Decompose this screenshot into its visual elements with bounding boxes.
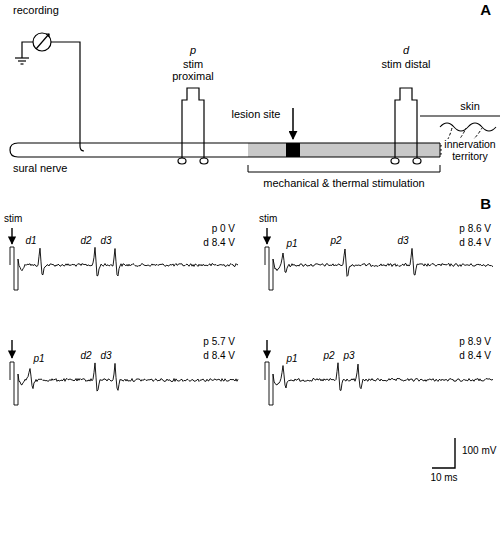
spike-label: p1 bbox=[285, 353, 298, 364]
spike-label: d3 bbox=[99, 235, 112, 246]
electrode-label: recording bbox=[12, 4, 60, 16]
skin bbox=[420, 116, 500, 131]
spike-label: p1 bbox=[32, 353, 45, 364]
voltage-label: p 5.7 V bbox=[202, 336, 236, 347]
recording-electrode bbox=[51, 42, 84, 151]
voltage-label: d 8.4 V bbox=[202, 237, 236, 248]
recording-amplifier bbox=[15, 33, 84, 151]
stimulation-bracket bbox=[248, 165, 440, 172]
spike-label: d3 bbox=[396, 235, 409, 246]
spike-label: p2 bbox=[329, 235, 342, 246]
voltage-label: d 8.4 V bbox=[458, 237, 492, 248]
stimulus-site: d bbox=[402, 44, 410, 56]
stimulator-label: stim proximal bbox=[166, 58, 220, 82]
spike-label: p3 bbox=[342, 350, 355, 361]
spike-label: p2 bbox=[322, 350, 335, 361]
stimulation-label: mechanical & thermal stimulation bbox=[262, 177, 425, 189]
sural-nerve bbox=[10, 128, 482, 157]
scale-bar bbox=[432, 438, 455, 468]
scale-label: 100 mV bbox=[461, 445, 497, 456]
voltage-label: d 8.4 V bbox=[458, 350, 492, 361]
stimulus-site: p bbox=[189, 44, 197, 56]
stim-label: stim bbox=[258, 213, 278, 224]
scale-label: 10 ms bbox=[429, 472, 458, 483]
lesion-arrow bbox=[292, 108, 294, 139]
stim-arrow bbox=[12, 228, 267, 358]
panel-letter: A bbox=[479, 2, 492, 19]
recording-trace bbox=[10, 362, 238, 405]
nerve-label: sural nerve bbox=[12, 162, 68, 174]
recording-trace bbox=[265, 362, 493, 405]
spike-label: d1 bbox=[24, 235, 37, 246]
voltage-label: p 8.6 V bbox=[458, 223, 492, 234]
recording-trace bbox=[265, 247, 493, 290]
proximal-stimulator bbox=[178, 88, 208, 164]
voltage-label: p 0 V bbox=[211, 223, 236, 234]
lesion-label: lesion site bbox=[231, 108, 282, 120]
territory-label: innervation territory bbox=[442, 139, 498, 162]
stimulator-label: stim distal bbox=[379, 58, 433, 70]
panel-letter: B bbox=[479, 196, 492, 213]
spike-label: d2 bbox=[79, 350, 92, 361]
recording-trace bbox=[10, 247, 238, 290]
spike-label: p1 bbox=[285, 238, 298, 249]
distal-stimulator bbox=[391, 88, 421, 164]
skin-label: skin bbox=[459, 100, 481, 112]
voltage-label: d 8.4 V bbox=[202, 350, 236, 361]
voltage-label: p 8.9 V bbox=[458, 336, 492, 347]
stim-label: stim bbox=[3, 213, 23, 224]
spike-label: d3 bbox=[99, 350, 112, 361]
spike-label: d2 bbox=[79, 235, 92, 246]
